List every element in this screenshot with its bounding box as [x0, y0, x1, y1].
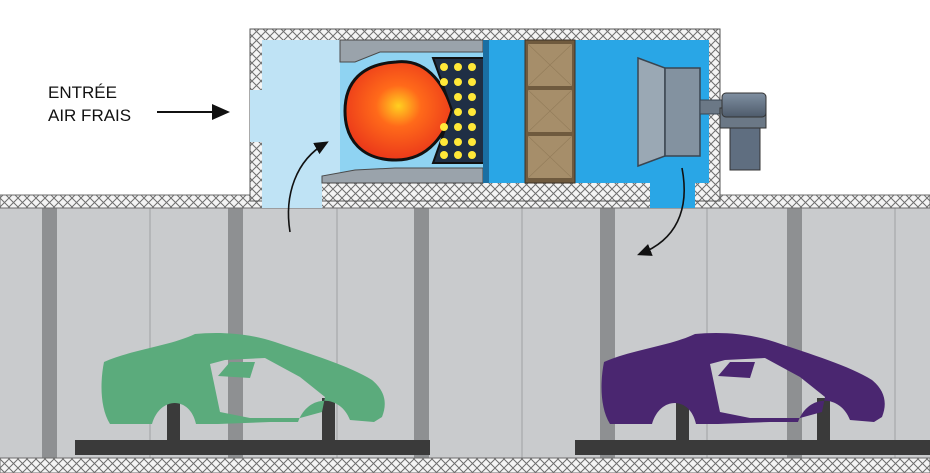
booth-floor	[0, 457, 930, 473]
stand-post	[322, 398, 335, 440]
car-body-icon	[601, 332, 885, 424]
car-body-icon	[101, 332, 385, 424]
car-stand-right	[575, 332, 930, 455]
inlet-label-line2: AIR FRAIS	[48, 106, 131, 125]
air-heater-unit	[249, 28, 767, 208]
fresh-air-inlet	[250, 90, 262, 142]
nozzle-hole	[468, 123, 476, 131]
nozzle-hole	[454, 93, 462, 101]
nozzle-hole	[468, 93, 476, 101]
nozzle-hole	[440, 123, 448, 131]
nozzle-hole	[454, 123, 462, 131]
nozzle-hole	[454, 151, 462, 159]
nozzle-hole	[454, 108, 462, 116]
filter-pack-icon	[524, 39, 576, 184]
nozzle-hole	[468, 63, 476, 71]
booth-columns	[42, 208, 802, 458]
motor-icon	[719, 92, 767, 171]
discharge-duct	[650, 183, 695, 208]
nozzle-hole	[454, 78, 462, 86]
inlet-annotation: ENTRÉE AIR FRAIS	[48, 83, 230, 125]
inlet-label-line1: ENTRÉE	[48, 83, 117, 102]
nozzle-hole	[468, 138, 476, 146]
nozzle-grid-icon	[431, 57, 487, 164]
nozzle-hole	[468, 151, 476, 159]
stand-post	[676, 398, 689, 440]
supply-air-arrow	[637, 167, 685, 256]
nozzle-hole	[468, 108, 476, 116]
nozzle-hole	[454, 138, 462, 146]
nozzle-hole	[440, 78, 448, 86]
nozzle-hole	[440, 138, 448, 146]
fan-icon	[637, 56, 726, 168]
nozzle-hole	[440, 151, 448, 159]
nozzle-hole	[454, 63, 462, 71]
nozzle-hole	[468, 78, 476, 86]
car-stand-left	[75, 332, 430, 455]
nozzle-hole	[440, 63, 448, 71]
stand-post	[167, 398, 180, 440]
rail-right	[575, 440, 930, 455]
rail-left	[75, 440, 430, 455]
section-divider	[483, 40, 489, 183]
return-air-arrow	[287, 141, 329, 233]
